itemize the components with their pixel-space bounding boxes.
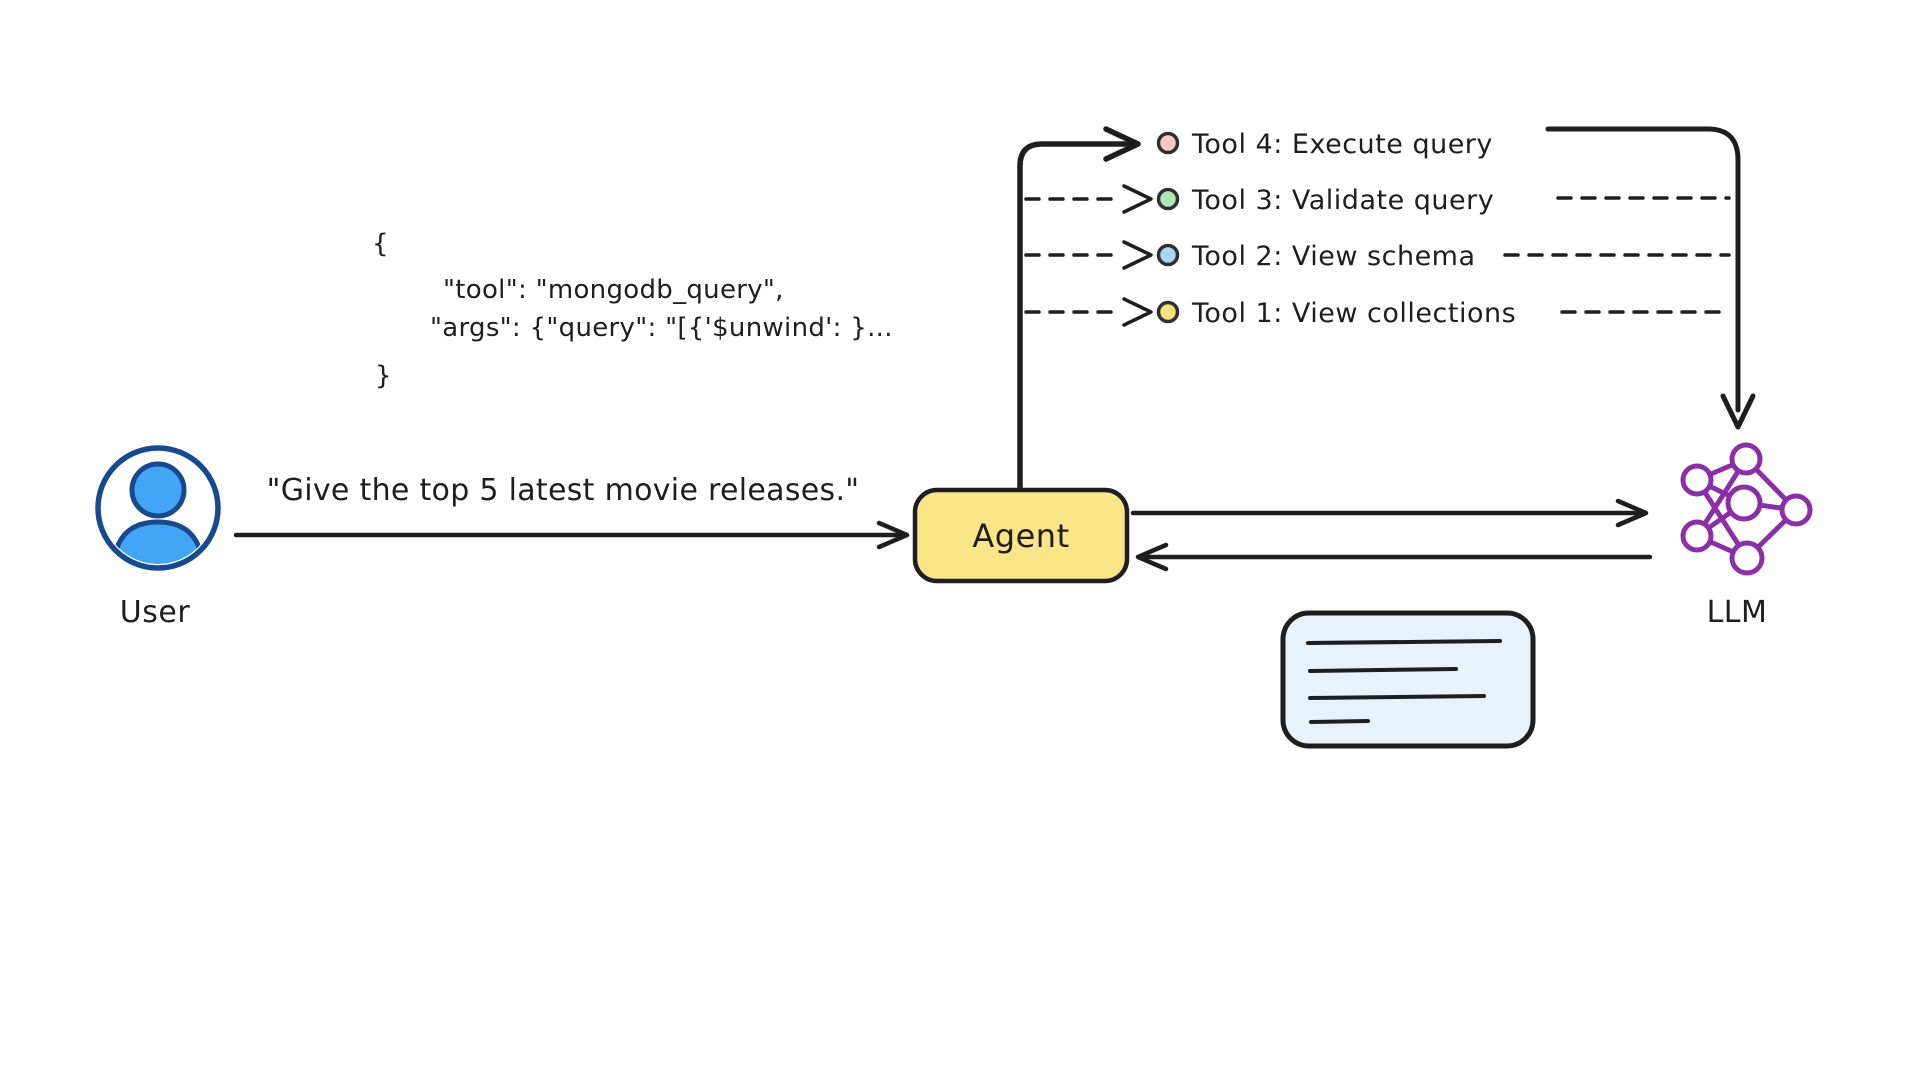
llm-node: [1680, 463, 1714, 497]
document-text-line: [1306, 639, 1502, 645]
avatar-shoulders: [110, 519, 206, 564]
llm-node: [1729, 442, 1763, 476]
document-icon: [1280, 610, 1536, 749]
tool-row-1: Tool 1: View collections: [1156, 298, 1516, 329]
agent-to-tool2-arrow: [1024, 240, 1153, 270]
user-message-text: "Give the top 5 latest movie releases.": [267, 473, 860, 508]
tool4-dot-icon: [1156, 131, 1180, 155]
user-avatar-icon: [95, 445, 221, 571]
tool3-dot-icon: [1156, 187, 1180, 211]
tool3-label: Tool 3: Validate query: [1191, 185, 1494, 216]
agent-to-tool4-arrow: [1017, 126, 1141, 492]
llm-node: [1729, 540, 1765, 576]
tool4-label: Tool 4: Execute query: [1191, 129, 1493, 160]
document-text-line: [1309, 719, 1370, 724]
document-text-line: [1308, 667, 1458, 673]
tool-call-snippet: { "tool": "mongodb_query", "args": {"que…: [372, 229, 893, 391]
tool-row-4: Tool 4: Execute query: [1156, 129, 1493, 160]
avatar-border: [95, 445, 221, 571]
tool2-dot-icon: [1156, 243, 1180, 267]
llm-node: [1680, 519, 1714, 553]
tool-row-3: Tool 3: Validate query: [1156, 185, 1494, 216]
snippet-tool-line: "tool": "mongodb_query",: [443, 275, 784, 305]
snippet-args-line: "args": {"query": "[{'$unwind': }...: [430, 313, 893, 343]
avatar-head: [129, 461, 187, 519]
agent-to-tool1-arrow: [1024, 297, 1153, 327]
tool-row-2: Tool 2: View schema: [1156, 241, 1476, 272]
llm-to-agent-arrow: [1135, 542, 1653, 572]
tool1-label: Tool 1: View collections: [1191, 298, 1516, 329]
agent-label: Agent: [972, 517, 1069, 555]
tool4-to-llm-arrow: [1545, 126, 1756, 430]
document-text-line: [1308, 694, 1486, 700]
agent-to-llm-arrow: [1130, 498, 1649, 528]
user-label: User: [120, 595, 191, 630]
llm-label: LLM: [1707, 595, 1768, 630]
snippet-close-brace: }: [375, 361, 392, 391]
llm-network-icon: [1680, 442, 1813, 576]
snippet-open-brace: {: [372, 229, 389, 259]
llm-node: [1779, 493, 1813, 527]
llm-node: [1725, 484, 1763, 522]
tool2-label: Tool 2: View schema: [1191, 241, 1476, 272]
avatar-person: [110, 461, 206, 564]
tool1-dot-icon: [1156, 300, 1180, 324]
user-to-agent-arrow: [233, 520, 910, 550]
agent-box: Agent: [912, 487, 1130, 584]
agent-to-tool3-arrow: [1024, 184, 1153, 214]
